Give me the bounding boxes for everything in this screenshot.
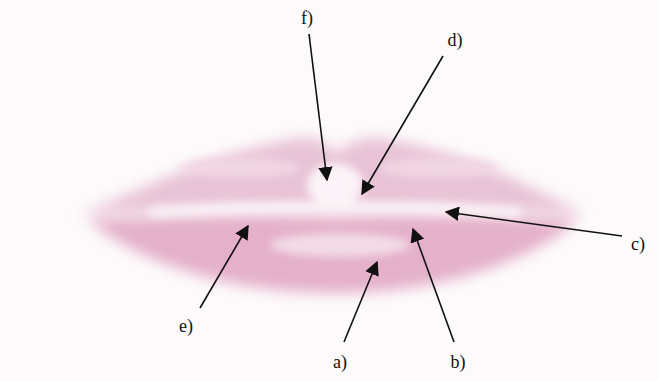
highlight xyxy=(307,163,363,207)
callout-letter: c) xyxy=(631,235,645,253)
callout-letter: f) xyxy=(301,9,313,27)
leader-line xyxy=(362,56,443,194)
callout-letter: a) xyxy=(333,353,347,371)
highlight xyxy=(270,233,410,257)
upper-lip xyxy=(80,138,585,215)
callout-letter: e) xyxy=(179,317,193,335)
highlight xyxy=(180,158,300,178)
leader-line xyxy=(200,226,248,308)
callout-letter: d) xyxy=(448,31,463,49)
leader-line xyxy=(309,34,327,180)
leader-lines xyxy=(200,34,622,342)
lips xyxy=(80,138,585,293)
leader-line xyxy=(413,229,454,342)
leader-line xyxy=(446,212,622,236)
mouth-line xyxy=(150,207,520,213)
lower-lip xyxy=(88,215,578,293)
callout-letter: b) xyxy=(451,353,466,371)
highlight xyxy=(380,158,500,178)
leader-line xyxy=(344,262,377,342)
lip-highlights xyxy=(150,158,520,257)
